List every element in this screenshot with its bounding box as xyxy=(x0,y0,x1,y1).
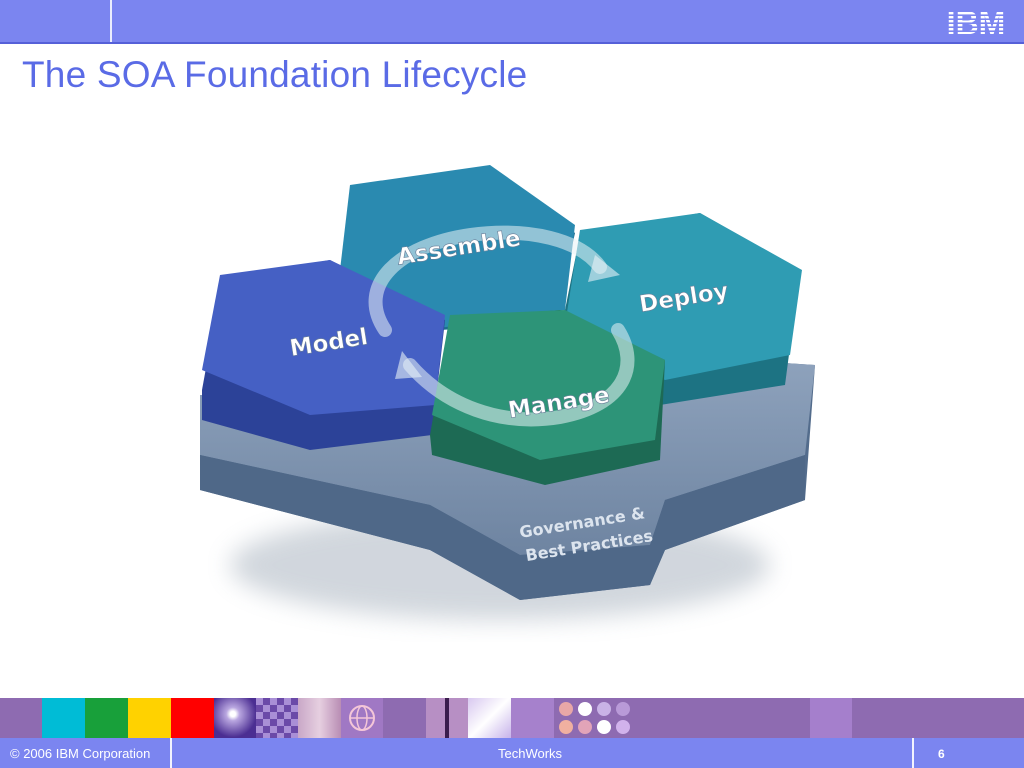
soa-lifecycle-diagram: Assemble Deploy Model Manage Governance … xyxy=(200,165,815,620)
globe-icon xyxy=(349,705,375,731)
strip-tile-cross xyxy=(426,698,468,738)
strip-tile xyxy=(0,698,42,738)
header-bar: IBM xyxy=(0,0,1024,44)
strip-tile-dots xyxy=(554,698,640,738)
strip-tile xyxy=(128,698,171,738)
event-name: TechWorks xyxy=(498,746,563,761)
slide-title: The SOA Foundation Lifecycle xyxy=(22,54,528,95)
strip-tile xyxy=(640,698,810,738)
footer-bar: © 2006 IBM Corporation TechWorks 6 xyxy=(0,738,1024,768)
hex-model xyxy=(202,260,445,450)
copyright-text: © 2006 IBM Corporation xyxy=(10,746,151,761)
strip-tile xyxy=(810,698,852,738)
strip-tile xyxy=(85,698,128,738)
strip-tile-light xyxy=(468,698,511,738)
footer-divider xyxy=(170,738,172,768)
arrow-head-bottom xyxy=(395,351,422,379)
lifecycle-arrows xyxy=(368,225,635,427)
arrow-head-top xyxy=(588,255,620,282)
strip-tile xyxy=(852,698,1024,738)
ibm-logo-text: IBM xyxy=(947,5,1006,38)
strip-tile-globe xyxy=(341,698,383,738)
strip-tile xyxy=(171,698,214,738)
header-rule xyxy=(0,42,1024,44)
footer-divider xyxy=(912,738,914,768)
strip-tile-burst xyxy=(214,698,256,738)
strip-tile xyxy=(42,698,85,738)
strip-tile xyxy=(383,698,426,738)
decorative-image-strip xyxy=(0,698,1024,738)
page-number: 6 xyxy=(938,747,945,761)
hex-manage xyxy=(430,310,665,485)
hex-assemble xyxy=(340,165,575,330)
strip-tile-face xyxy=(298,698,341,738)
ibm-logo: IBM xyxy=(947,5,1006,38)
strip-tile xyxy=(511,698,554,738)
header-divider xyxy=(110,0,112,42)
dots-pattern-icon xyxy=(559,702,630,734)
strip-tile-checker xyxy=(256,698,298,738)
